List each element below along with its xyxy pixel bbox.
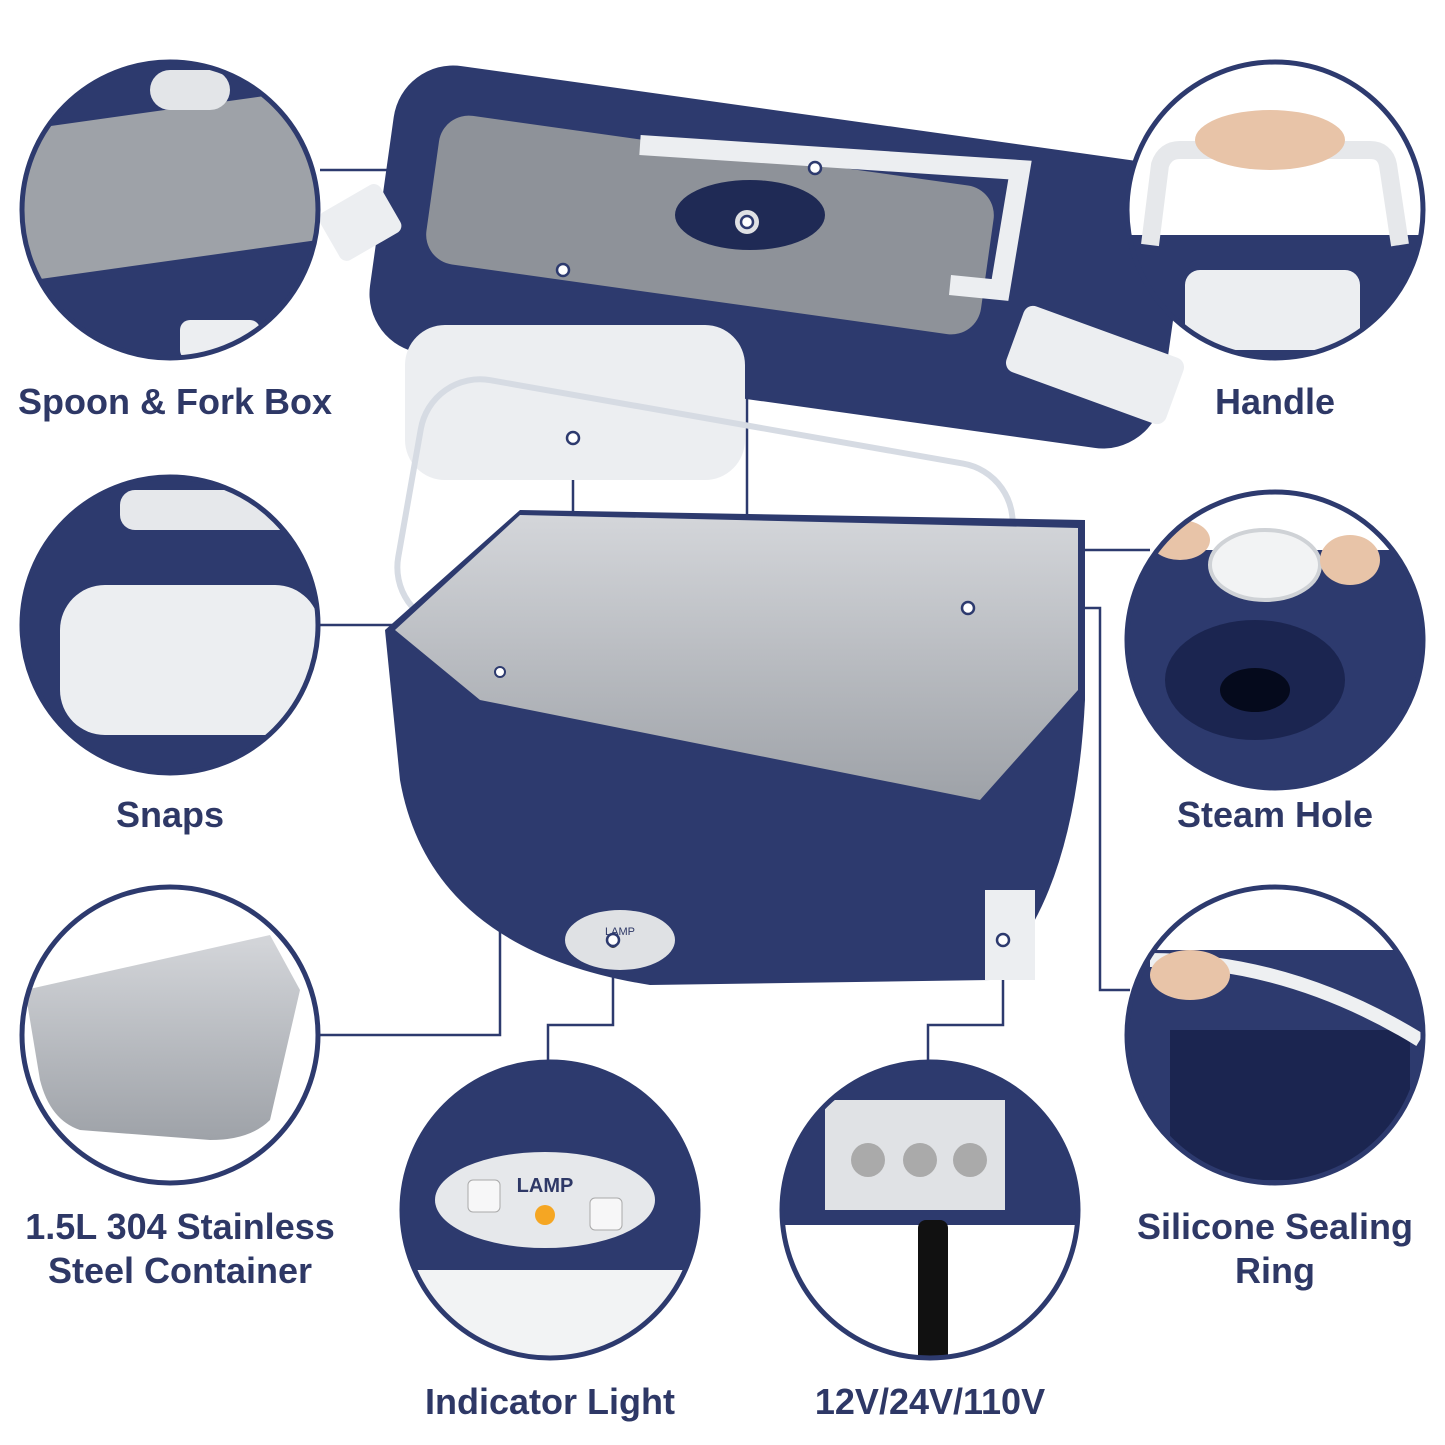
detail-power-socket xyxy=(779,1059,1081,1361)
detail-handle xyxy=(1124,59,1426,361)
base: LAMP xyxy=(385,510,1085,985)
label-silicone-line2: Ring xyxy=(1235,1250,1315,1291)
label-steam-hole: Steam Hole xyxy=(1176,794,1374,835)
label-handle: Handle xyxy=(1214,381,1336,422)
label-container-line2: Steel Container xyxy=(47,1250,313,1291)
label-container: 1.5L 304 Stainless Steel Container xyxy=(0,1205,360,1293)
snap-part xyxy=(405,325,745,480)
label-indicator-light: Indicator Light xyxy=(425,1381,675,1422)
detail-steel-container xyxy=(19,884,321,1186)
label-spoon-fork-box: Spoon & Fork Box xyxy=(18,381,332,422)
label-container-line1: 1.5L 304 Stainless xyxy=(25,1206,335,1247)
lamp-text: LAMP xyxy=(517,1175,574,1197)
label-snaps: Snaps xyxy=(115,794,225,835)
detail-steam-hole xyxy=(1124,489,1426,791)
detail-indicator-light: LAMP xyxy=(399,1059,701,1361)
label-silicone-line1: Silicone Sealing xyxy=(1136,1206,1414,1247)
power-port xyxy=(985,890,1035,980)
detail-silicone-ring xyxy=(1124,884,1426,1186)
detail-snaps xyxy=(19,474,321,776)
label-silicone: Silicone Sealing Ring xyxy=(1110,1205,1440,1293)
callout-dots xyxy=(555,160,1011,948)
detail-spoon-fork-box xyxy=(19,59,321,361)
label-voltage: 12V/24V/110V xyxy=(814,1381,1046,1422)
